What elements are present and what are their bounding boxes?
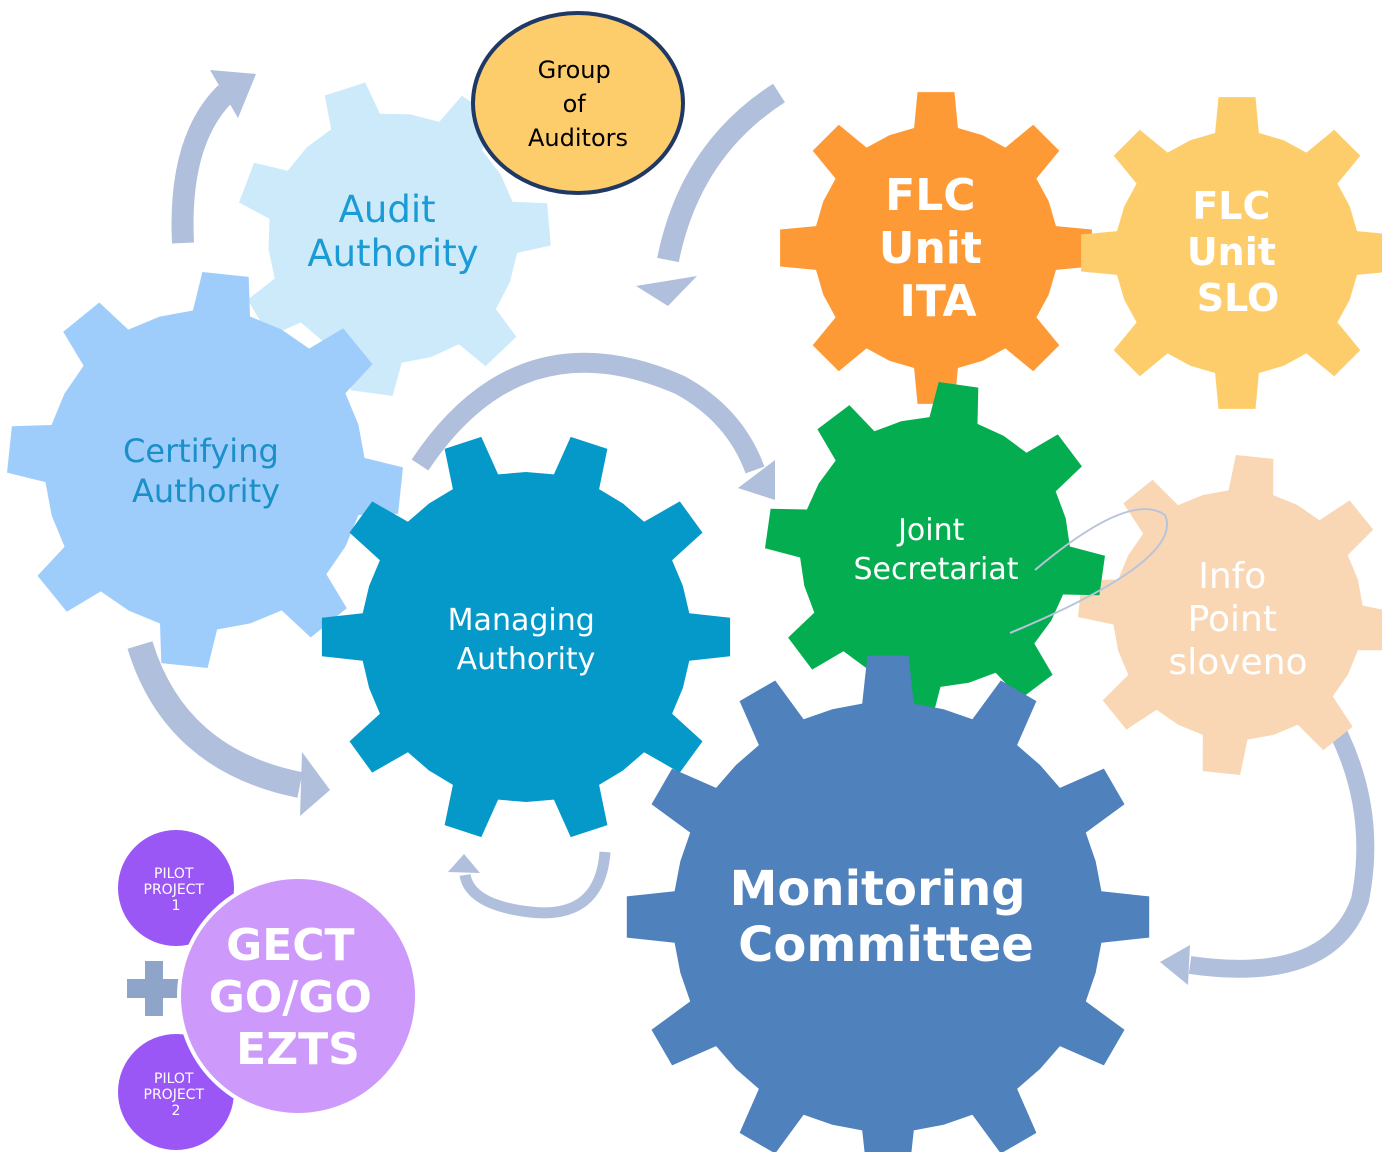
joint-secretariat-label: Joint Secretariat [853, 513, 1018, 587]
gear-info-point [1078, 455, 1382, 775]
audit-authority-label: Audit Authority [307, 188, 478, 275]
arrow-from-group-of-auditors [657, 83, 785, 263]
pilot-project-1-label: PILOT PROJECT 1 [144, 866, 209, 914]
gear-shape [1081, 97, 1382, 409]
gear-audit-authority [239, 82, 551, 396]
gear-certifying-authority [7, 272, 403, 668]
arrow-head-group-of-auditors [636, 276, 697, 306]
arrow-to-audit-authority [171, 85, 234, 244]
managing-authority-label: Managing Authority [448, 603, 605, 677]
gect-label: GECT GO/GO EZTS [209, 920, 387, 1075]
gear-shape [1078, 455, 1382, 775]
flc-unit-slo-label: FLC Unit SLO [1187, 184, 1289, 320]
group-of-auditors-label: Group of Auditors [528, 56, 628, 152]
gear-shape [321, 436, 731, 838]
arrow-head-ma-to-js [738, 460, 775, 500]
arrow-head-ma-loop [448, 854, 480, 873]
arrow-ma-loop [459, 851, 611, 919]
pilot-project-1-circle [118, 830, 234, 946]
gect-circle [177, 875, 419, 1117]
swirl-decoration [1009, 508, 1168, 634]
arrow-head-ca-to-ma [300, 752, 330, 816]
arrow-ca-to-ma [127, 641, 303, 798]
arrow-ma-to-js [411, 352, 765, 474]
gear-monitoring-committee [626, 655, 1150, 1152]
arrow-ip-to-mc [1188, 703, 1375, 978]
gear-managing-authority [321, 436, 731, 838]
arrow-head-audit-authority [210, 70, 256, 118]
flc-unit-ita-label: FLC Unit ITA [879, 170, 998, 327]
gear-shape [626, 655, 1150, 1152]
flow-arrows [127, 70, 1375, 985]
monitoring-committee-label: Monitoring Committee [730, 861, 1043, 973]
gear-shape [780, 92, 1092, 404]
group-of-auditors-ellipse [471, 11, 685, 195]
gear-joint-secretariat [765, 382, 1105, 722]
info-point-label: Info Point sloveno [1168, 556, 1307, 683]
gear-shape [239, 82, 551, 396]
certifying-authority-label: Certifying Authority [123, 432, 289, 510]
gear-flc-unit-slo [1081, 97, 1382, 409]
gear-shape [7, 272, 403, 668]
arrow-head-ip-to-mc [1160, 945, 1190, 985]
plus-icon [127, 961, 181, 1016]
pilot-project-2-label: PILOT PROJECT 2 [144, 1071, 209, 1119]
gear-shape [765, 382, 1105, 722]
gear-flc-unit-ita [780, 92, 1092, 404]
